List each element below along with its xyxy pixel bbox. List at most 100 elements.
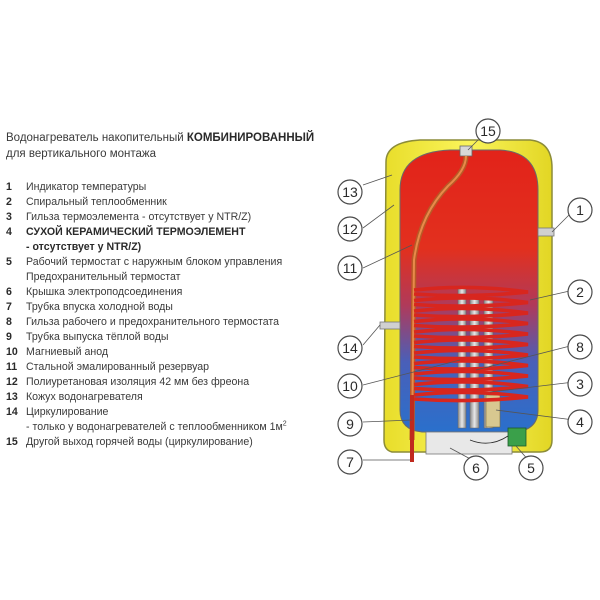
callout-number: 3: [576, 376, 584, 392]
legend-item: 0- отсутствует у NTR/Z): [6, 240, 336, 255]
legend-item: 0- только у водонагревателей с теплообме…: [6, 420, 336, 435]
coil-loop: [413, 390, 529, 403]
callout-number: 8: [576, 339, 584, 355]
callout-number: 2: [576, 284, 584, 300]
legend-number: 2: [6, 196, 12, 208]
callout-circle: [337, 179, 363, 205]
legend-item: 9 Трубка выпуска тёплой воды: [6, 330, 336, 345]
legend-number: 5: [6, 256, 12, 268]
legend-text: Гильза рабочего и предохранительного тер…: [26, 316, 279, 328]
coil-loop: [413, 348, 529, 361]
leader-11: [362, 244, 413, 269]
legend-text: Крышка электроподсоединения: [26, 286, 183, 298]
legend-item: 11 Стальной эмалированный резервуар: [6, 360, 336, 375]
legend-number: 11: [6, 361, 18, 373]
callout-number: 12: [342, 221, 358, 237]
legend-item: 2 Спиральный теплообменник: [6, 195, 336, 210]
legend-number: 9: [6, 331, 12, 343]
leader-3: [489, 381, 575, 393]
callout-number: 9: [346, 416, 354, 432]
callout-number: 13: [342, 184, 358, 200]
callout-9: 9: [337, 411, 363, 437]
leader-2: [529, 289, 575, 301]
coil-loop: [413, 285, 529, 298]
legend-text: Гильза термоэлемента - отсутствует у NTR…: [26, 211, 252, 223]
thermostat-wire: [469, 435, 509, 444]
leader-12: [362, 204, 395, 229]
temperature-indicator-stub: [537, 227, 555, 237]
coil-loop: [413, 369, 529, 382]
legend-text: Другой выход горячей воды (циркулировани…: [26, 436, 253, 448]
legend-text: Магниевый анод: [26, 346, 109, 358]
callout-4: 4: [567, 409, 593, 435]
callout-number: 6: [472, 460, 480, 476]
callout-6: 6: [463, 455, 489, 481]
legend-item: 3 Гильза термоэлемента - отсутствует у NT…: [6, 210, 336, 225]
legend-number: 13: [6, 391, 18, 403]
legend-text: Спиральный теплообменник: [26, 196, 167, 208]
title-prefix: Водонагреватель накопительный: [6, 132, 187, 144]
callout-circle: [567, 409, 593, 435]
callout-12: 12: [337, 216, 363, 242]
callout-10: 10: [337, 373, 363, 399]
coil-loop: [413, 296, 529, 308]
callout-number: 14: [342, 340, 358, 356]
leader-8: [475, 344, 575, 371]
legend-text: Кожух водонагревателя: [26, 391, 143, 403]
legend-text: Предохранительный термостат: [26, 271, 181, 283]
callout-5: 5: [518, 455, 544, 481]
legend-item: 13 Кожух водонагревателя: [6, 390, 336, 405]
legend-number: 14: [6, 406, 18, 418]
legend-text: СУХОЙ КЕРАМИЧЕСКИЙ ТЕРМОЭЛЕМЕНТ: [26, 226, 246, 238]
callout-circle: [518, 455, 544, 481]
coil-loop: [413, 306, 529, 319]
coil-loop: [413, 317, 529, 329]
callout-circle: [475, 118, 501, 144]
legend-text: Стальной эмалированный резервуар: [26, 361, 210, 373]
legend-number: 3: [6, 211, 12, 223]
callout-number: 5: [527, 460, 535, 476]
legend-number: 1: [6, 181, 12, 193]
legend-text: - только у водонагревателей с теплообмен…: [26, 420, 287, 433]
callout-8: 8: [567, 334, 593, 360]
legend-text: Трубка впуска холодной воды: [26, 301, 173, 313]
leader-4: [495, 409, 575, 421]
title-block: Водонагреватель накопительный КОМБИНИРОВ…: [6, 130, 314, 162]
title-line-2: для вертикального монтажа: [6, 148, 156, 160]
coil-loop: [413, 327, 529, 340]
callout-number: 11: [343, 260, 358, 276]
callout-number: 1: [576, 202, 584, 218]
callout-circle: [337, 335, 363, 361]
leader-14: [362, 324, 381, 346]
leader-13: [362, 174, 393, 186]
spiral-heat-exchanger: [413, 285, 529, 403]
legend-text: Индикатор температуры: [26, 181, 147, 193]
legend-text: Полиуретановая изоляция 42 мм без фреона: [26, 376, 250, 388]
title-bold: КОМБИНИРОВАННЫЙ: [186, 132, 315, 144]
leader-15: [467, 139, 479, 151]
thermostat-control-unit: [507, 427, 527, 447]
coil-loop: [413, 380, 529, 392]
callout-circle: [567, 197, 593, 223]
legend-number: 4: [6, 226, 12, 238]
callout-circle: [463, 455, 489, 481]
legend-item: 1 Индикатор температуры: [6, 180, 336, 195]
callout-circle: [567, 279, 593, 305]
legend-text: - отсутствует у NTR/Z): [26, 241, 142, 253]
title-line-1: Водонагреватель накопительный КОМБИНИРОВ…: [6, 130, 314, 146]
callout-circle: [567, 334, 593, 360]
callout-13: 13: [337, 179, 363, 205]
callout-3: 3: [567, 371, 593, 397]
legend-text: Трубка выпуска тёплой воды: [26, 331, 169, 343]
callout-15: 15: [475, 118, 501, 144]
legend-text: Циркулирование: [26, 406, 109, 418]
leader-10: [362, 359, 461, 386]
legend-item: 0Предохранительный термостат: [6, 270, 336, 285]
